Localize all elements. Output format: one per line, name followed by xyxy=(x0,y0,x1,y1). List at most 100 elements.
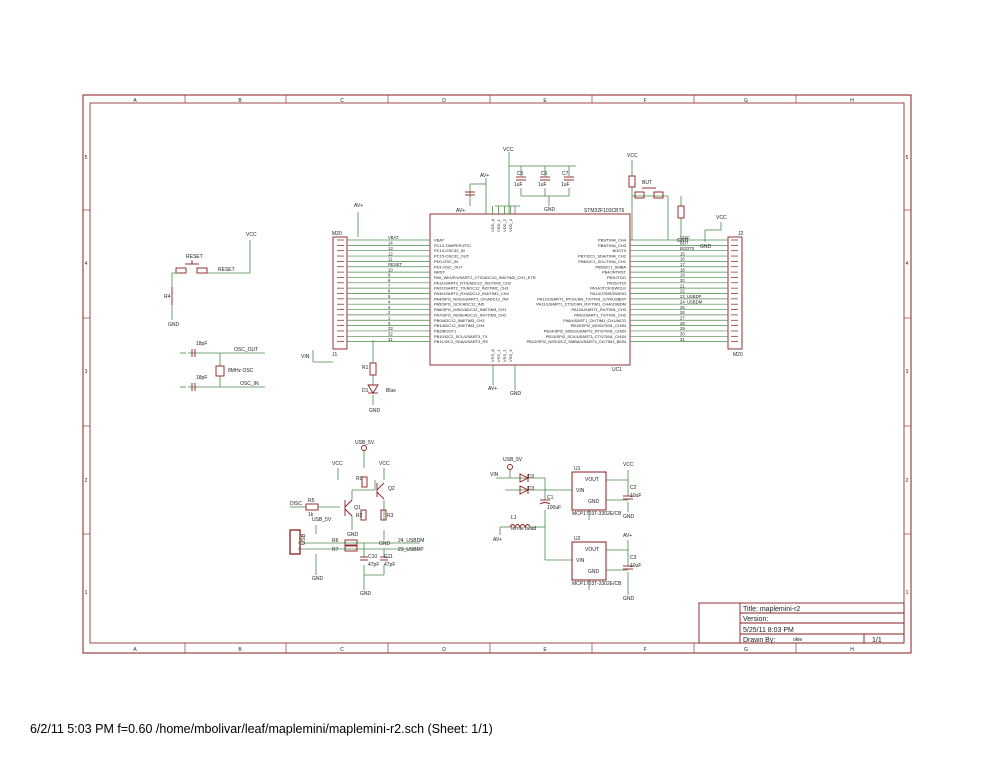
row-label-2-right: 2 xyxy=(906,478,909,484)
j2-net-label: 24_USBDM xyxy=(680,299,703,304)
title-block-version: Version: xyxy=(743,616,768,623)
j2-net-label: BOOT0 xyxy=(680,246,695,251)
c6-value: 1uF xyxy=(538,182,547,188)
c10-label: C10 xyxy=(368,554,377,560)
j2-pins: DISCBUTBOOT0151617181920212223_USBDP24_U… xyxy=(630,235,738,342)
r5-label: R5 xyxy=(308,498,315,504)
row-label-4-right: 4 xyxy=(906,261,909,267)
disc-label: DISC xyxy=(290,501,302,507)
avplus-label-j1: AV+ xyxy=(354,203,363,209)
c11-value: 47pF xyxy=(384,562,395,568)
mcu-left-pin-label: PB1/ADC12_IN9/TIM3_CH4 xyxy=(434,323,485,328)
col-label-h-bottom: H xyxy=(850,647,854,653)
c1-value: 100uF xyxy=(547,505,561,511)
col-label-c-bottom: C xyxy=(340,647,344,653)
mcu-right-pin-label: PA8/USART1_CK/TIM1_CH1/MCO xyxy=(563,318,626,323)
j2-net-label: 23_USBDP xyxy=(680,294,702,299)
col-label-c-top: C xyxy=(340,98,344,104)
j1-net-label: 9 xyxy=(388,273,391,278)
j1-net-label: 10 xyxy=(388,267,393,272)
mcu-right-pin-label: PA10/USART1_RX/TIM1_CH3 xyxy=(571,307,626,312)
j2-net-label: 30 xyxy=(680,332,685,337)
mcu-top-pin-label: VDD_1 xyxy=(496,218,501,232)
j1-ref: J1 xyxy=(332,352,338,358)
vcc-label-j2: VCC xyxy=(716,215,727,221)
reset-net-label: RESET xyxy=(218,267,235,273)
u1-gnd: GND xyxy=(588,499,600,505)
u2-gnd: GND xyxy=(588,569,600,575)
usb-connector-label: USB xyxy=(301,533,307,545)
title-block-drawn-by-value: okie xyxy=(793,637,802,643)
j2-net-label: 18 xyxy=(680,267,685,272)
mcu-left-pin-label: PB2/BOOT1 xyxy=(434,328,457,333)
mcu-top-pin-label: VDD_A xyxy=(490,218,495,232)
mcu-top-pin-label: VDD_2 xyxy=(502,218,507,232)
row-label-1-left: 1 xyxy=(85,590,88,596)
j1-net-label: 3 xyxy=(388,305,391,310)
mcu-right-pin-label: PA14/JTCK/SWCLK xyxy=(590,286,626,291)
vin-label-j1: VIN xyxy=(301,354,310,360)
title-block-title: Title: maplemini-r2 xyxy=(743,606,800,613)
u1-label: U1 xyxy=(574,466,581,472)
j1-net-label: RESET xyxy=(388,262,402,267)
d2-label: D2 xyxy=(528,474,535,480)
u2-label: U2 xyxy=(574,536,581,542)
c7-label: C7 xyxy=(562,171,569,177)
mcu-right-pin-label: PA13/JTMS/SWDIO xyxy=(590,291,626,296)
gnd-label-reset: GND xyxy=(168,322,180,328)
avplus-label-reg2: AV+ xyxy=(623,533,632,539)
j2-header-name: M20 xyxy=(733,352,743,358)
c3-label: C3 xyxy=(630,555,637,561)
reset-button-label: RESET xyxy=(186,254,203,260)
col-label-e-top: E xyxy=(543,98,547,104)
col-label-f-bottom: F xyxy=(643,647,646,653)
usb5v-label-1: USB_5V xyxy=(355,440,375,446)
mcu-bottom-pin-label: VSS_2 xyxy=(502,349,507,362)
gnd-label-q2: GND xyxy=(379,541,391,547)
mcu-right-pin-label: PB15/SPI2_MOSI/TIM1_CH3N xyxy=(571,323,626,328)
j1-net-label: 5 xyxy=(388,294,391,299)
u1-part: MCP1703T-3302E/CB xyxy=(572,511,622,517)
mcu-right-pin-label: PB5/I2C1_SMBA xyxy=(595,264,626,269)
mcu-right-pin-label: PB14/SPI2_MISO/USART3_RTS/TIM1_CH2N xyxy=(544,328,626,333)
c5-label: C5 xyxy=(517,171,524,177)
vin-label-reg: VIN xyxy=(490,472,499,478)
col-label-d-bottom: D xyxy=(442,647,446,653)
row-label-5-left: 5 xyxy=(85,155,88,161)
u2-vout: VOUT xyxy=(585,547,599,553)
usb5v-label-2: USB_5V xyxy=(312,517,332,523)
vcc-label-q1: VCC xyxy=(332,461,343,467)
gnd-label-vss: GND xyxy=(510,391,522,397)
j2-net-label: 17 xyxy=(680,262,685,267)
j1-net-label: 31 xyxy=(388,337,393,342)
j1-net-label: 13 xyxy=(388,246,393,251)
r9-label: R9 xyxy=(356,476,363,482)
row-label-2-left: 2 xyxy=(85,478,88,484)
j2-net-label: DISC xyxy=(680,235,690,240)
col-label-d-top: D xyxy=(442,98,446,104)
mcu-right-pins: PB9/TIM4_CH4PB8/TIM4_CH3BOOT0PB7/I2C1_SD… xyxy=(526,238,626,345)
osc-in-label: OSC_IN xyxy=(240,381,259,387)
col-label-g-top: G xyxy=(744,98,748,104)
c-osc2-value: 18pF xyxy=(196,375,207,381)
mcu-body xyxy=(429,213,631,366)
mcu-name: STM32F103CBT6 xyxy=(584,208,625,214)
j2-net-label: 19 xyxy=(680,273,685,278)
col-label-f-top: F xyxy=(643,98,646,104)
j2-net-label: 29 xyxy=(680,326,685,331)
mcu-right-pin-label: PB7/I2C1_SDA/TIM4_CH2 xyxy=(578,254,627,259)
q2-label: Q2 xyxy=(388,486,395,492)
j1-net-label: 32 xyxy=(388,332,393,337)
c1-label: C1 xyxy=(547,495,554,501)
gnd-label-reg2: GND xyxy=(623,596,635,602)
j2-net-label: 22 xyxy=(680,289,685,294)
avplus-label-top: AV+ xyxy=(480,173,489,179)
gnd-label-usb2: GND xyxy=(360,591,372,597)
col-label-a-bottom: A xyxy=(133,647,137,653)
gnd-label-j2: GND xyxy=(700,244,712,250)
outer-frame xyxy=(82,94,912,654)
mcu-right-pin-label: PB8/TIM4_CH3 xyxy=(598,243,627,248)
j1-header-body xyxy=(332,236,348,350)
c6-label: C6 xyxy=(541,171,548,177)
